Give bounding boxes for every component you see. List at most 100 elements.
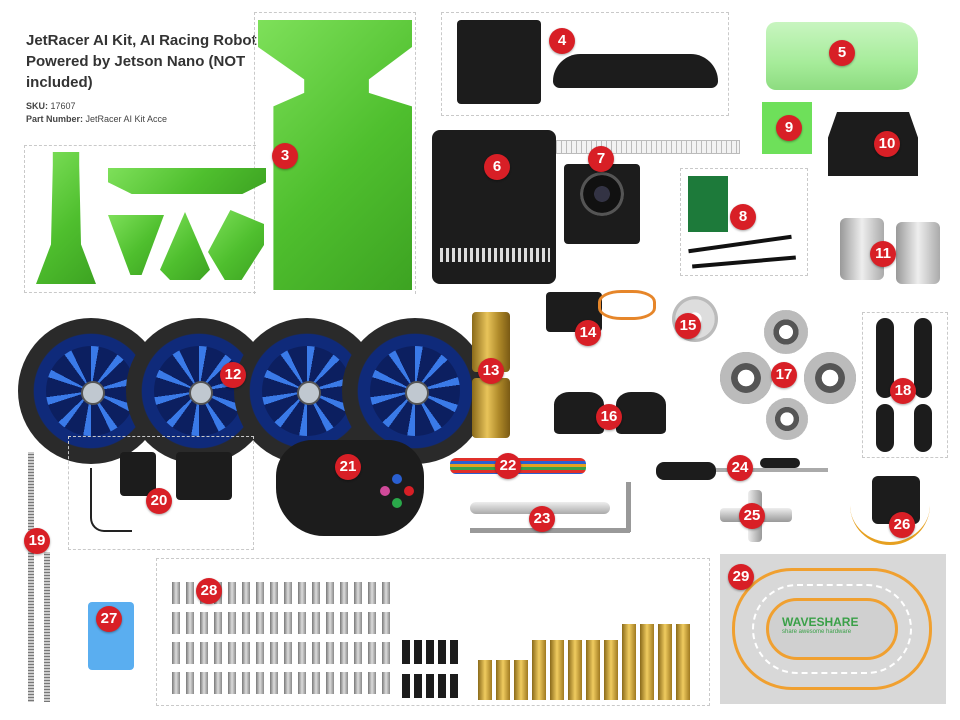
screw [368, 612, 376, 634]
rod-end-2 [914, 318, 932, 398]
screw [298, 582, 306, 604]
badge-5: 5 [829, 40, 855, 66]
screw [368, 672, 376, 694]
screw [270, 642, 278, 664]
screw [326, 582, 334, 604]
black-screw [402, 674, 410, 698]
screw [186, 612, 194, 634]
screw [368, 582, 376, 604]
screw [270, 612, 278, 634]
steering-cup-1 [554, 392, 604, 434]
brass-standoff [676, 624, 690, 700]
badge-14: 14 [575, 320, 601, 346]
track-inner-line [752, 584, 912, 674]
screw [256, 672, 264, 694]
brass-standoff [532, 640, 546, 700]
cover-curved-plate [553, 54, 718, 88]
screw [284, 642, 292, 664]
screw [312, 582, 320, 604]
gamepad-button-red [404, 486, 414, 496]
black-screw [438, 640, 446, 664]
screw [326, 642, 334, 664]
brass-standoff [658, 624, 672, 700]
screw [186, 582, 194, 604]
screw [256, 642, 264, 664]
steering-cup-2 [616, 392, 666, 434]
group-18-frame [862, 312, 948, 458]
screw [242, 642, 250, 664]
screw [382, 582, 390, 604]
screw [326, 672, 334, 694]
black-screw [414, 674, 422, 698]
brass-standoff [514, 660, 528, 700]
brass-standoff [550, 640, 564, 700]
waveshare-slogan: share awesome hardware [782, 629, 852, 635]
product-title-line1: JetRacer AI Kit, AI Racing Robot [26, 32, 257, 49]
screw [172, 582, 180, 604]
bearing-3 [804, 352, 856, 404]
screw [382, 612, 390, 634]
black-screw [450, 640, 458, 664]
screw [284, 612, 292, 634]
group-20-frame [68, 436, 254, 550]
group-4-frame [441, 12, 729, 116]
screw [242, 612, 250, 634]
brass-coupler-2 [472, 378, 510, 438]
gamepad-button-green [392, 498, 402, 508]
group-3-frame-left [24, 145, 256, 293]
screw [200, 672, 208, 694]
screw [298, 672, 306, 694]
bumper-bar [108, 168, 266, 194]
screw [312, 642, 320, 664]
screw [284, 672, 292, 694]
screw [354, 582, 362, 604]
screwdriver-1 [656, 462, 716, 480]
gamepad-button-blue [392, 474, 402, 484]
screwdriver-2 [760, 458, 800, 468]
badge-12: 12 [220, 362, 246, 388]
screw [354, 672, 362, 694]
badge-3: 3 [272, 143, 298, 169]
badge-20: 20 [146, 488, 172, 514]
cover-square-plate [457, 20, 541, 104]
black-screw [450, 674, 458, 698]
badge-18: 18 [890, 378, 916, 404]
black-screw [426, 674, 434, 698]
screw [200, 642, 208, 664]
black-screw [402, 640, 410, 664]
badge-7: 7 [588, 146, 614, 172]
badge-11: 11 [870, 241, 896, 267]
rod-end-3 [876, 404, 894, 452]
wheel-4 [342, 318, 488, 464]
screw [172, 612, 180, 634]
camera-lens [580, 172, 624, 216]
camera-ribbon [556, 140, 740, 154]
screw [200, 612, 208, 634]
screw [312, 612, 320, 634]
badge-6: 6 [484, 154, 510, 180]
black-screw [438, 674, 446, 698]
screw [298, 642, 306, 664]
waveshare-brand: WAVESHARE [782, 615, 859, 629]
badge-21: 21 [335, 454, 361, 480]
badge-10: 10 [874, 131, 900, 157]
allen-key-bend [626, 482, 631, 532]
gamepad-button-pink [380, 486, 390, 496]
badge-4: 4 [549, 28, 575, 54]
screw [354, 612, 362, 634]
screw [228, 612, 236, 634]
bearing-2 [720, 352, 772, 404]
power-cable [90, 468, 132, 532]
brass-standoff [568, 640, 582, 700]
screw [284, 582, 292, 604]
badge-23: 23 [529, 506, 555, 532]
plug-converter [176, 452, 232, 500]
badge-15: 15 [675, 313, 701, 339]
badge-22: 22 [495, 453, 521, 479]
wheel-3 [234, 318, 380, 464]
screw [270, 672, 278, 694]
waveshare-logo: WAVESHARE share awesome hardware [782, 615, 882, 635]
screw [186, 642, 194, 664]
track-outer-line [732, 568, 932, 690]
screw [382, 642, 390, 664]
